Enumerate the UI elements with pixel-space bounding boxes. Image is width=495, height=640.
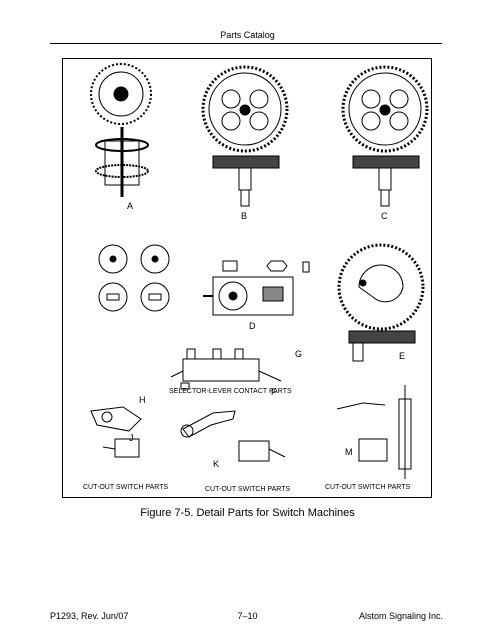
label-e: E (399, 351, 405, 361)
footer-company: Alstom Signaling Inc. (358, 611, 443, 621)
cutout-switch-parts-left (90, 406, 142, 458)
label-g: G (295, 349, 302, 359)
label-cutout-switch-parts-2: CUT-OUT SWITCH PARTS (205, 486, 291, 493)
label-a: A (127, 201, 133, 211)
footer-page-number: 7–10 (237, 611, 258, 621)
figure-caption: Figure 7-5. Detail Parts for Switch Mach… (140, 507, 355, 519)
label-d: D (249, 321, 256, 331)
label-cutout-switch-parts-3: CUT-OUT SWITCH PARTS (325, 484, 411, 491)
cutout-switch-parts-middle (180, 410, 286, 462)
label-m: M (345, 447, 353, 457)
part-group-d (203, 260, 310, 316)
selector-lever-parts (170, 348, 282, 390)
switch-machine-parts-drawing: A B C D E F G H J K M SELECTOR-LEVER CON… (83, 63, 429, 493)
cutout-switch-parts-right (336, 385, 412, 479)
label-b: B (241, 211, 247, 221)
part-group-c (341, 65, 429, 207)
figure-frame: A B C D E F G H J K M SELECTOR-LEVER CON… (62, 58, 432, 498)
label-j: J (129, 433, 134, 443)
footer-document-id: P1293, Rev. Jun/07 (50, 611, 129, 621)
label-c: C (381, 211, 388, 221)
label-h: H (139, 395, 146, 405)
part-group-a (90, 63, 152, 197)
washer-parts (98, 244, 170, 312)
label-selector-lever-contact-parts: SELECTOR-LEVER CONTACT PARTS (169, 388, 292, 395)
header-rule (50, 43, 442, 44)
part-group-e (337, 243, 425, 362)
label-k: K (213, 459, 219, 469)
label-cutout-switch-parts-1: CUT-OUT SWITCH PARTS (83, 484, 169, 491)
page-header-title: Parts Catalog (220, 30, 275, 40)
part-group-b (201, 65, 289, 207)
label-f: F (271, 387, 277, 397)
